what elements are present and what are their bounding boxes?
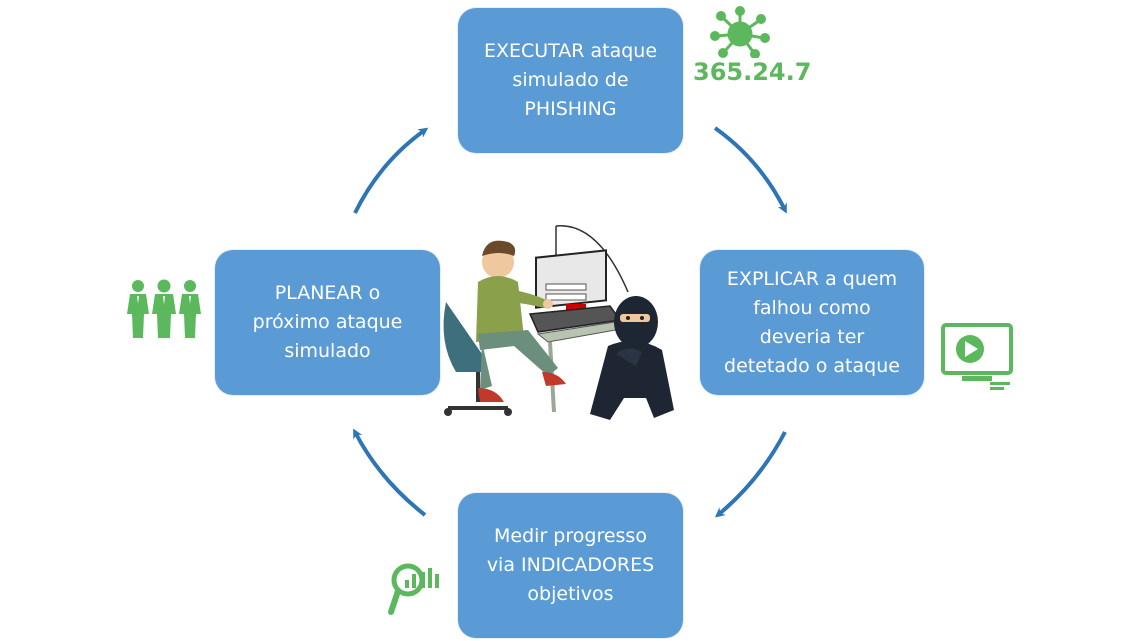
step-execute-label: EXECUTAR ataque simulado de PHISHING bbox=[483, 40, 658, 120]
step-plan-label: PLANEAR o próximo ataque simulado bbox=[252, 282, 403, 362]
step-measure-box: Medir progresso via INDICADORES objetivo… bbox=[458, 493, 683, 638]
step-explain-box: EXPLICAR a quem falhou como deveria ter … bbox=[700, 250, 924, 395]
magnifier-chart-icon bbox=[388, 563, 439, 615]
virus-icon bbox=[710, 6, 770, 58]
arrow-execute-to-explain bbox=[713, 126, 787, 214]
step-explain-label: EXPLICAR a quem falhou como deveria ter … bbox=[724, 267, 900, 377]
people-group-icon bbox=[127, 279, 201, 338]
step-execute-box: EXECUTAR ataque simulado de PHISHING bbox=[458, 8, 683, 153]
arrow-measure-to-plan bbox=[353, 428, 427, 517]
step-measure-label: Medir progresso via INDICADORES objetivo… bbox=[486, 525, 655, 605]
arrow-plan-to-execute bbox=[353, 127, 429, 214]
arrow-explain-to-measure bbox=[714, 431, 787, 518]
phishing-illustration bbox=[443, 225, 674, 420]
monitor-play-icon bbox=[941, 323, 1013, 390]
uptime-counter: 365.24.7 bbox=[693, 58, 812, 86]
step-plan-box: PLANEAR o próximo ataque simulado bbox=[215, 250, 440, 395]
